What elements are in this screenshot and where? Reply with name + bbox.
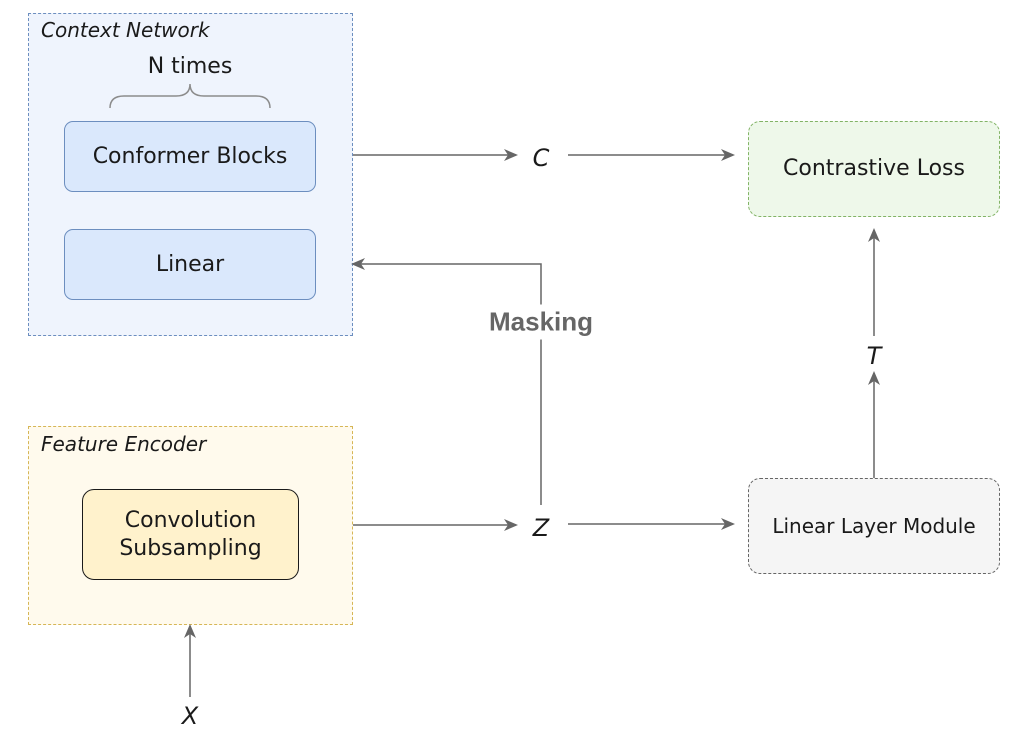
variable-c: C <box>532 144 550 172</box>
convolution-subsampling-label: Convolution Subsampling <box>119 508 262 561</box>
linear-box[interactable]: Linear <box>64 229 316 300</box>
context-network-title: Context Network <box>41 18 210 42</box>
linear-label: Linear <box>155 251 225 277</box>
convolution-subsampling-box[interactable]: Convolution Subsampling <box>82 489 299 580</box>
variable-t: T <box>866 342 882 370</box>
conformer-blocks-box[interactable]: Conformer Blocks <box>64 121 316 192</box>
edge-masking <box>351 258 542 505</box>
variable-x: X <box>181 702 199 730</box>
contrastive-loss-box[interactable]: Contrastive Loss <box>748 121 1000 217</box>
repeat-label: N times <box>147 54 233 79</box>
masking-label: Masking <box>486 304 596 340</box>
contrastive-loss-label: Contrastive Loss <box>783 156 965 182</box>
linear-layer-module-label: Linear Layer Module <box>772 513 976 538</box>
linear-layer-module-box[interactable]: Linear Layer Module <box>748 478 1000 574</box>
variable-z: Z <box>532 514 550 542</box>
feature-encoder-title: Feature Encoder <box>41 432 207 456</box>
repeat-brace <box>109 83 271 109</box>
conformer-blocks-label: Conformer Blocks <box>92 143 288 169</box>
